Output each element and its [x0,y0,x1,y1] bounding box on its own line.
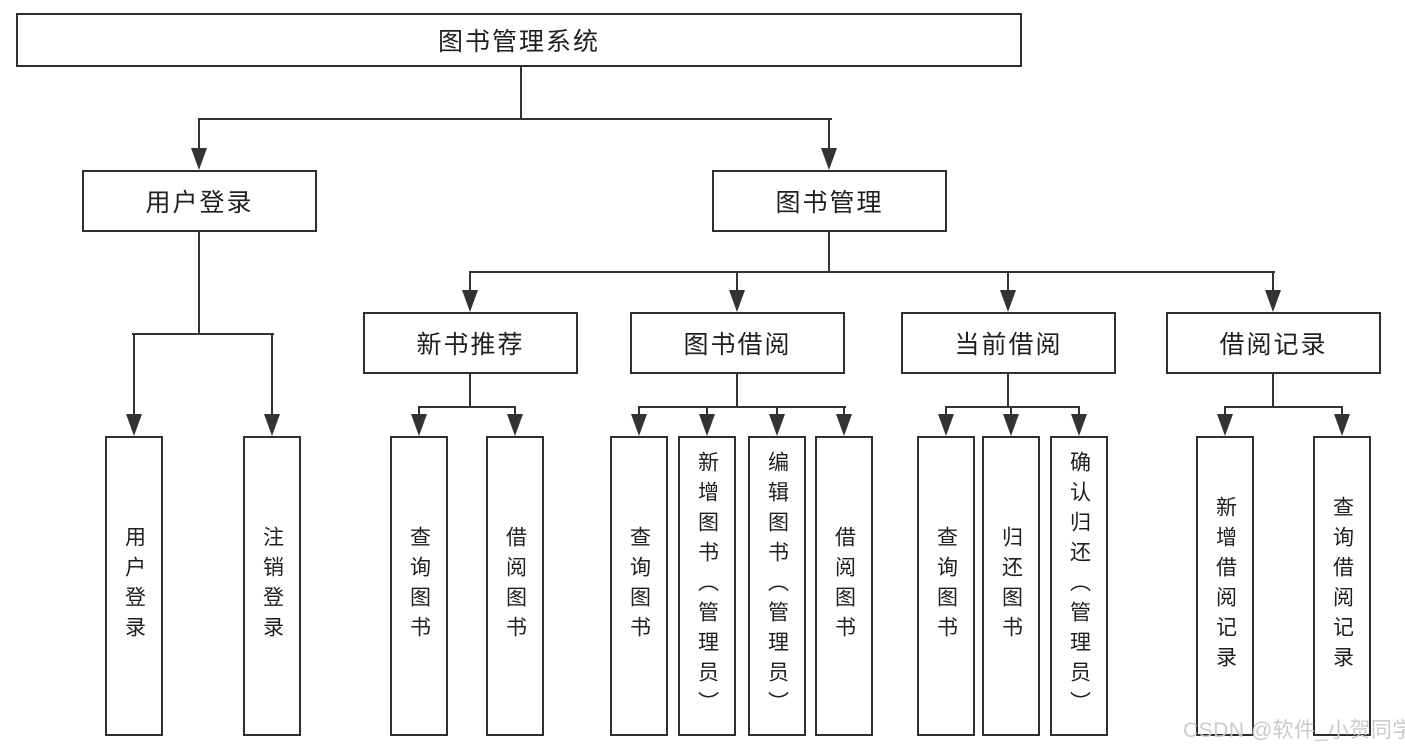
connector-line [945,406,947,418]
connector-line [736,271,738,293]
arrow-down [938,414,954,436]
arrow-down [1071,414,1087,436]
node-library-management-system: 图书管理系统 [16,13,1022,67]
leaf-add-borrow-record: 新增借阅记录 [1196,436,1254,736]
connector-line [1007,271,1009,293]
connector-line [828,118,830,150]
node-current-borrow: 当前借阅 [901,312,1116,374]
connector-line [469,271,471,293]
watermark: CSDN @软件_小贺同学 [1183,719,1405,742]
connector-line [828,231,830,273]
connector-line [418,406,420,418]
arrow-down [507,414,523,436]
arrow-down [126,414,142,436]
leaf-query-books-recommend: 查询图书 [390,436,448,736]
leaf-logout: 注销登录 [243,436,301,736]
arrow-down [1003,414,1019,436]
arrow-down [769,414,785,436]
leaf-query-borrow-record: 查询借阅记录 [1313,436,1371,736]
connector-line [198,118,832,120]
connector-line [638,406,640,418]
connector-line [1341,406,1343,418]
connector-line [1224,406,1226,418]
leaf-query-books-current: 查询图书 [917,436,975,736]
node-new-book-recommend: 新书推荐 [363,312,578,374]
leaf-edit-book-admin: 编辑图书（管理员） [748,436,806,736]
arrow-down [1334,414,1350,436]
node-book-management: 图书管理 [712,170,947,232]
arrow-down [191,148,207,170]
arrow-down [1265,290,1281,312]
connector-line [198,231,200,335]
leaf-query-books-borrow: 查询图书 [610,436,668,736]
connector-line [469,271,1275,273]
connector-line [1272,373,1274,408]
node-user-login: 用户登录 [82,170,317,232]
connector-line [776,406,778,418]
arrow-down [821,148,837,170]
arrow-down [1217,414,1233,436]
arrow-down [1000,290,1016,312]
leaf-borrow-books-recommend: 借阅图书 [486,436,544,736]
connector-line [418,406,516,408]
node-borrow-records: 借阅记录 [1166,312,1381,374]
leaf-return-book: 归还图书 [982,436,1040,736]
connector-line [271,333,273,416]
node-book-borrow: 图书借阅 [630,312,845,374]
arrow-down [836,414,852,436]
connector-line [520,66,522,120]
leaf-borrow-books: 借阅图书 [815,436,873,736]
connector-line [1010,406,1012,418]
connector-line [638,406,846,408]
connector-line [198,118,200,150]
connector-line [706,406,708,418]
arrow-down [631,414,647,436]
connector-line [1224,406,1343,408]
connector-line [1007,373,1009,408]
arrow-down [264,414,280,436]
connector-line [133,333,135,416]
connector-line [132,333,274,335]
connector-line [736,373,738,408]
arrow-down [699,414,715,436]
connector-line [1078,406,1080,418]
connector-line [1272,271,1274,293]
connector-line [514,406,516,418]
leaf-add-book-admin: 新增图书（管理员） [678,436,736,736]
connector-line [469,373,471,408]
connector-line [843,406,845,418]
arrow-down [462,290,478,312]
arrow-down [411,414,427,436]
arrow-down [729,290,745,312]
leaf-confirm-return-admin: 确认归还（管理员） [1050,436,1108,736]
leaf-user-login: 用户登录 [105,436,163,736]
connector-line [945,406,1080,408]
